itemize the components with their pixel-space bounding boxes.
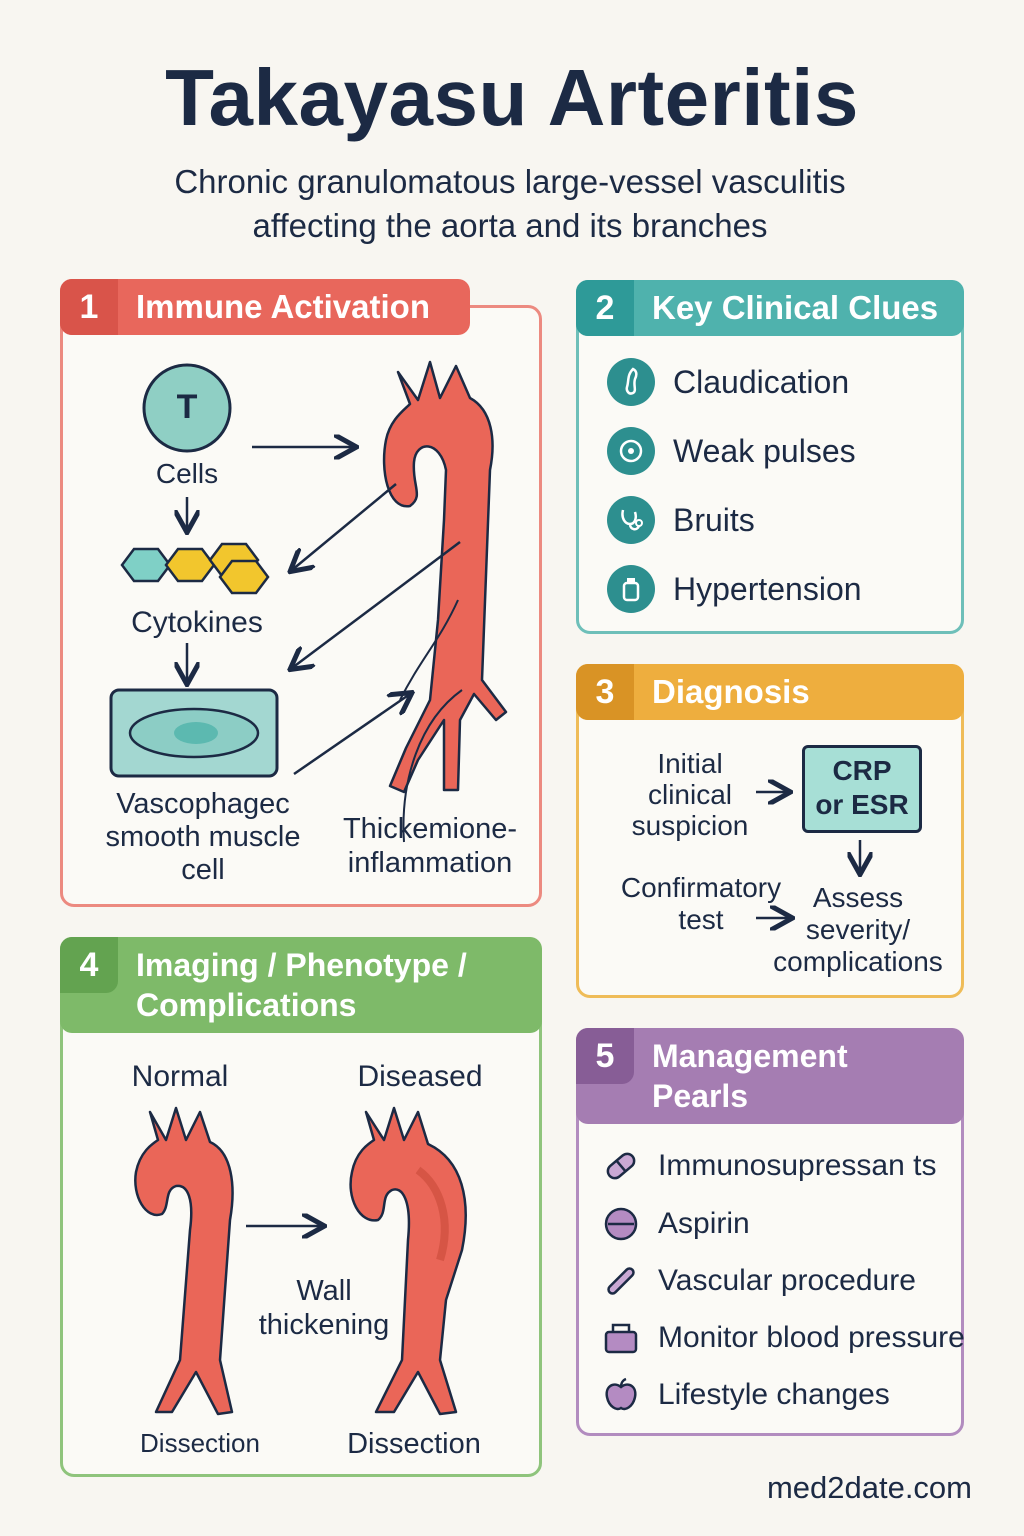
subtitle-line-1: Chronic granulomatous large-vessel vascu… — [174, 163, 846, 200]
thickening-label-line-1: Thickemione- — [342, 813, 518, 845]
clue-label: Hypertension — [673, 570, 862, 607]
vsmc-label: Vascophagec smooth muscle cell — [90, 788, 316, 887]
cytokines-label: Cytokines — [131, 606, 263, 639]
cells-label: Cells — [155, 458, 219, 489]
mgmt-label: Monitor blood pressure — [658, 1321, 965, 1354]
thickening-label-line-2: inflammation — [347, 847, 513, 879]
dissection-left-label: Dissection — [140, 1428, 260, 1458]
leg-icon — [607, 358, 655, 406]
confirm-line-1: Confirmatory — [620, 872, 782, 903]
cytokines-icon — [120, 542, 270, 595]
mgmt-immunosuppressants: Immunosupressan ts — [602, 1147, 936, 1185]
dissection-right-label: Dissection — [347, 1428, 481, 1460]
assess-line-1: Assess — [812, 882, 904, 913]
initial-line-2: clinical — [647, 779, 733, 810]
initial-line-1: Initial — [657, 748, 723, 779]
crp-line-1: CRP — [832, 755, 892, 786]
subtitle-line-2: affecting the aorta and its branches — [252, 207, 768, 244]
clue-weak-pulses: Weak pulses — [607, 427, 856, 475]
wall-thickening-label: Wall thickening — [244, 1274, 404, 1342]
panel-2-header: 2 Key Clinical Clues — [576, 280, 964, 336]
panel-4-title-line-2: Complications — [136, 987, 357, 1023]
wall-line-1: Wall — [296, 1275, 352, 1307]
clue-bruits: Bruits — [607, 496, 755, 544]
panel-1-title: Immune Activation — [136, 288, 430, 325]
bp-icon — [607, 565, 655, 613]
panel-3-header: 3 Diagnosis — [576, 664, 964, 720]
mgmt-label: Lifestyle changes — [658, 1378, 890, 1411]
pill-icon — [602, 1147, 640, 1185]
assess-severity-label: Assess severity/ complications — [756, 882, 960, 978]
clue-claudication: Claudication — [607, 358, 849, 406]
mgmt-monitor-bp: Monitor blood pressure — [602, 1319, 965, 1357]
panel-5-title-line-1: Management — [652, 1038, 848, 1074]
clue-label: Bruits — [673, 501, 755, 538]
pulse-icon — [607, 427, 655, 475]
apple-icon — [602, 1376, 640, 1414]
mgmt-aspirin: Aspirin — [602, 1205, 750, 1243]
assess-line-2: severity/ — [805, 914, 911, 945]
panel-3-number: 3 — [576, 664, 634, 720]
mgmt-label: Aspirin — [658, 1207, 750, 1240]
panel-5-header: 5 Management Pearls — [576, 1028, 964, 1124]
panel-5-number: 5 — [576, 1028, 634, 1084]
initial-suspicion-label: Initial clinical suspicion — [612, 748, 768, 841]
normal-aorta-icon — [134, 1106, 234, 1416]
panel-3-title: Diagnosis — [652, 673, 810, 710]
vsmc-label-line-3: cell — [181, 854, 225, 886]
bp-monitor-icon — [602, 1319, 640, 1357]
panel-1-number: 1 — [60, 279, 118, 335]
aorta-illustration — [382, 360, 508, 794]
vsmc-label-line-2: smooth muscle — [105, 821, 301, 853]
t-cell-letter: T — [176, 388, 198, 426]
clue-label: Claudication — [673, 363, 850, 400]
stethoscope-icon — [607, 496, 655, 544]
panel-2-title: Key Clinical Clues — [652, 289, 939, 326]
panel-5-title: Management Pearls — [634, 1036, 848, 1116]
confirmatory-test-label: Confirmatory test — [602, 872, 800, 936]
clue-hypertension: Hypertension — [607, 565, 862, 613]
page-title: Takayasu Arteritis — [165, 53, 859, 142]
diseased-aorta-icon — [349, 1106, 467, 1416]
panel-4-header: 4 Imaging / Phenotype / Complications — [60, 937, 542, 1033]
panel-4-title-line-1: Imaging / Phenotype / — [136, 947, 467, 983]
crp-esr-box — [802, 745, 922, 833]
wall-line-2: thickening — [258, 1309, 390, 1341]
crp-esr-label: CRP or ESR — [802, 754, 922, 822]
assess-line-3: complications — [773, 946, 943, 977]
initial-line-3: suspicion — [631, 810, 749, 841]
panel-4-title: Imaging / Phenotype / Complications — [118, 945, 467, 1025]
mgmt-label: Immunosupressan ts — [658, 1149, 937, 1182]
panel-2-number: 2 — [576, 280, 634, 336]
panel-1-header: 1 Immune Activation — [60, 279, 470, 335]
mgmt-lifestyle: Lifestyle changes — [602, 1376, 890, 1414]
catheter-icon — [602, 1262, 640, 1300]
page-subtitle: Chronic granulomatous large-vessel vascu… — [60, 160, 960, 248]
tablet-icon — [602, 1205, 640, 1243]
crp-line-2: or ESR — [815, 789, 909, 820]
t-cell-icon — [142, 363, 232, 453]
mgmt-vascular-procedure: Vascular procedure — [602, 1262, 916, 1300]
panel-5-title-line-2: Pearls — [652, 1078, 749, 1114]
vsmc-label-line-1: Vascophagec — [116, 788, 290, 820]
diseased-label: Diseased — [357, 1060, 483, 1093]
mgmt-label: Vascular procedure — [658, 1264, 916, 1297]
confirm-line-2: test — [678, 904, 724, 935]
panel-4-number: 4 — [60, 937, 118, 993]
footer-site: med2date.com — [766, 1470, 972, 1505]
normal-label: Normal — [131, 1060, 229, 1093]
thickening-label: Thickemione- inflammation — [332, 812, 528, 880]
clue-label: Weak pulses — [673, 432, 856, 469]
